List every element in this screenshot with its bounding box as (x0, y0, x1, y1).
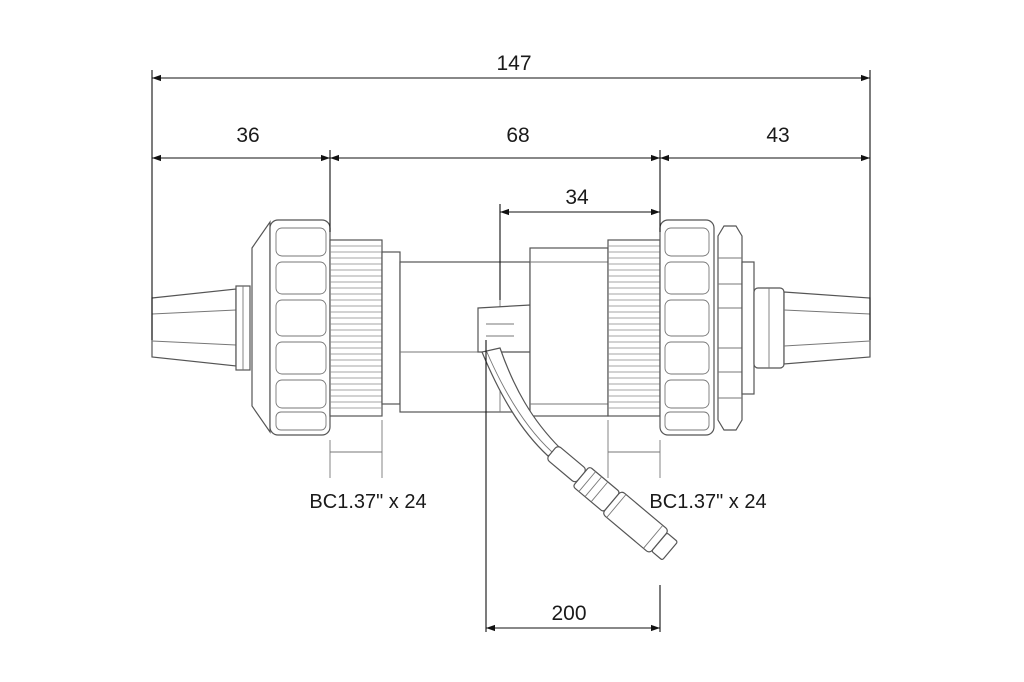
thread-label-right: BC1.37" x 24 (649, 491, 766, 513)
right-lockring (717, 225, 755, 431)
dim-label-left: 36 (236, 124, 259, 147)
thread-label-left: BC1.37" x 24 (309, 491, 426, 513)
left-threads (329, 239, 401, 417)
dimension-lines (151, 70, 871, 632)
dim-label-middle: 68 (506, 124, 529, 147)
dim-label-overall: 147 (496, 52, 531, 75)
dim-label-right: 43 (766, 124, 789, 147)
left-cup (251, 219, 331, 436)
dim-label-cable-offset: 34 (565, 186, 589, 209)
bottom-bracket-part (151, 219, 871, 560)
left-spindle (151, 285, 251, 371)
right-cup (659, 219, 715, 436)
right-threads (607, 239, 661, 417)
dim-label-cable-length: 200 (551, 602, 586, 625)
cable-connector (547, 446, 678, 560)
right-spindle (753, 287, 871, 369)
